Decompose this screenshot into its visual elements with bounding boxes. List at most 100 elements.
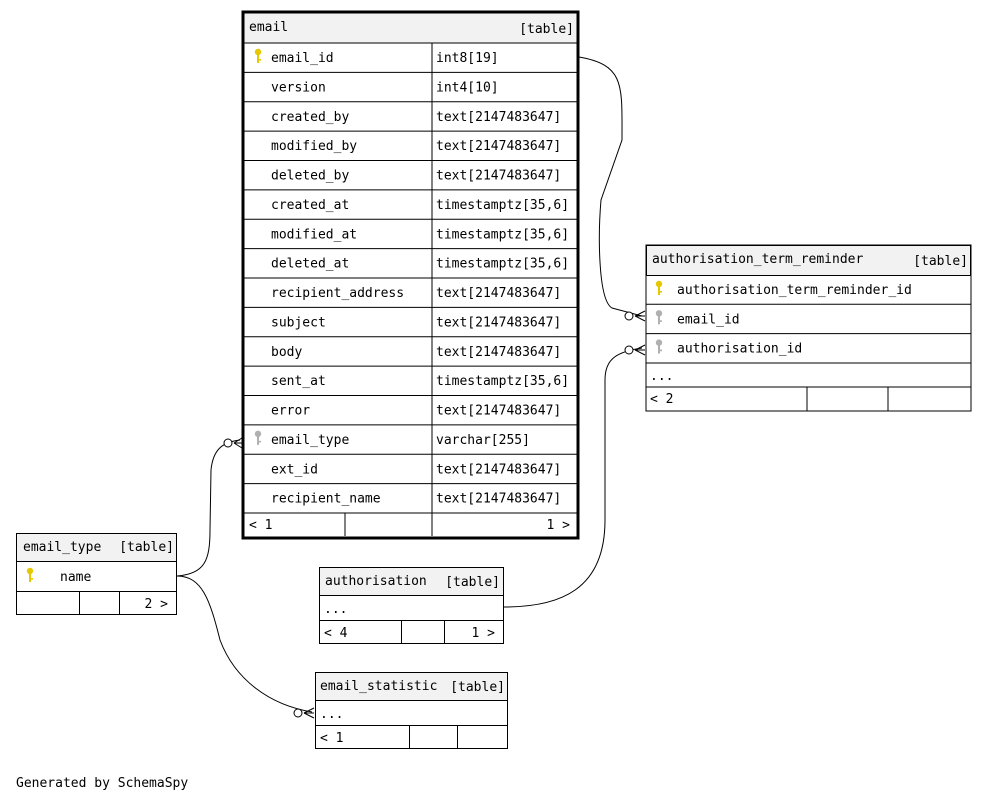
table-ellipsis: ... (324, 602, 347, 617)
column-type: varchar[255] (436, 433, 530, 448)
column-name: name (60, 570, 91, 585)
table-row: modified_at timestamptz[35,6] (243, 227, 578, 250)
optional-many-marker (293, 708, 303, 718)
table-row: error text[2147483647] (243, 404, 578, 426)
column-type: text[2147483647] (436, 139, 561, 154)
relationship-edges (176, 56, 643, 713)
crowfoot-marker (303, 707, 315, 719)
column-type: timestamptz[35,6] (436, 227, 569, 242)
table-name: email (249, 20, 288, 35)
table-header (16, 533, 177, 562)
column-name: authorisation_id (677, 342, 802, 357)
table-footer-left: < 4 (324, 626, 348, 641)
column-name: recipient_address (271, 286, 404, 301)
edge-authorisation-to-reminder (503, 347, 643, 608)
column-name: recipient_name (271, 492, 381, 507)
column-name: deleted_at (271, 257, 349, 272)
table-row: ext_id text[2147483647] (243, 462, 578, 485)
generated-by-note: Generated by SchemaSpy (16, 776, 189, 791)
column-name: email_id (677, 312, 740, 327)
table-header (319, 567, 504, 596)
table-header (315, 672, 508, 701)
table-footer-right: 1 > (472, 626, 496, 641)
column-name: version (271, 80, 326, 95)
column-name: error (271, 404, 310, 419)
table-header (243, 12, 578, 43)
table-email[interactable]: email [table] email_id int8[19] version int… (241, 10, 580, 540)
table-kind: [table] (519, 22, 574, 37)
table-footer-left: < 2 (650, 392, 673, 407)
edge-email-type-to-email (176, 439, 241, 577)
table-ellipsis: ... (650, 369, 673, 384)
table-row: deleted_by text[2147483647] (243, 169, 578, 191)
edge-email-to-reminder (578, 56, 643, 317)
table-kind: [table] (450, 680, 505, 695)
table-name: email_type (23, 540, 101, 555)
column-name: created_by (271, 110, 349, 125)
table-row: authorisation_term_reminder_id (655, 280, 912, 298)
table-footer-right: 2 > (145, 597, 169, 612)
column-type: timestamptz[35,6] (436, 257, 569, 272)
table-kind: [table] (119, 540, 174, 555)
column-type: text[2147483647] (436, 404, 561, 419)
table-email-type[interactable]: email_type [table] name 2 > (16, 533, 177, 615)
table-authorisation-term-reminder[interactable]: authorisation_term_reminder [table] auth… (645, 244, 972, 412)
column-type: text[2147483647] (436, 110, 561, 125)
primary-key-icon (26, 567, 34, 582)
column-rows: name (26, 567, 91, 585)
foreign-key-icon (254, 430, 262, 445)
column-type: text[2147483647] (436, 169, 561, 184)
table-row: name (26, 567, 91, 585)
table-email-statistic[interactable]: email_statistic [table] ... < 1 (315, 672, 508, 749)
table-name: authorisation_term_reminder (652, 252, 863, 267)
table-row: sent_at timestamptz[35,6] (243, 374, 578, 396)
foreign-key-icon (655, 310, 663, 325)
crowfoot-marker (634, 310, 646, 322)
table-name: authorisation (325, 574, 427, 589)
table-ellipsis: ... (320, 707, 343, 722)
table-authorisation[interactable]: authorisation [table] ... < 4 1 > (319, 567, 504, 644)
column-name: subject (271, 315, 326, 330)
primary-key-icon (655, 280, 663, 295)
column-name: sent_at (271, 374, 326, 389)
table-kind: [table] (445, 575, 500, 590)
primary-key-icon (254, 48, 262, 63)
column-name: created_at (271, 198, 349, 213)
foreign-key-icon (655, 339, 663, 354)
table-row: email_id (646, 303, 971, 327)
column-rows: authorisation_term_reminder_id email_idau… (646, 280, 971, 357)
column-type: timestamptz[35,6] (436, 198, 569, 213)
column-type: text[2147483647] (436, 492, 561, 507)
optional-many-marker (624, 311, 634, 321)
column-name: ext_id (271, 462, 318, 477)
column-name: email_id (271, 51, 334, 66)
table-kind: [table] (913, 254, 968, 269)
column-type: int8[19] (436, 51, 499, 66)
column-type: text[2147483647] (436, 315, 561, 330)
column-rows: email_id int8[19] version int4[10] created_b… (243, 42, 578, 514)
table-name: email_statistic (320, 679, 437, 694)
column-name: authorisation_term_reminder_id (677, 283, 912, 298)
crowfoot-marker (233, 437, 243, 449)
column-type: text[2147483647] (436, 286, 561, 301)
optional-many-marker (624, 345, 634, 355)
column-name: deleted_by (271, 169, 349, 184)
table-border (241, 10, 580, 540)
column-name: modified_at (271, 227, 357, 242)
optional-many-marker (223, 438, 233, 448)
column-type: int4[10] (436, 80, 499, 95)
table-row: subject text[2147483647] (243, 315, 578, 338)
table-row: created_at timestamptz[35,6] (243, 198, 578, 220)
column-type: text[2147483647] (436, 462, 561, 477)
edge-email-type-to-statistic (176, 575, 313, 713)
column-type: timestamptz[35,6] (436, 374, 569, 389)
table-row: email_id int8[19] (243, 48, 578, 73)
column-name: body (271, 345, 302, 360)
table-footer-left: < 1 (320, 731, 343, 746)
table-footer-right: 1 > (547, 518, 571, 533)
table-header (646, 245, 971, 276)
